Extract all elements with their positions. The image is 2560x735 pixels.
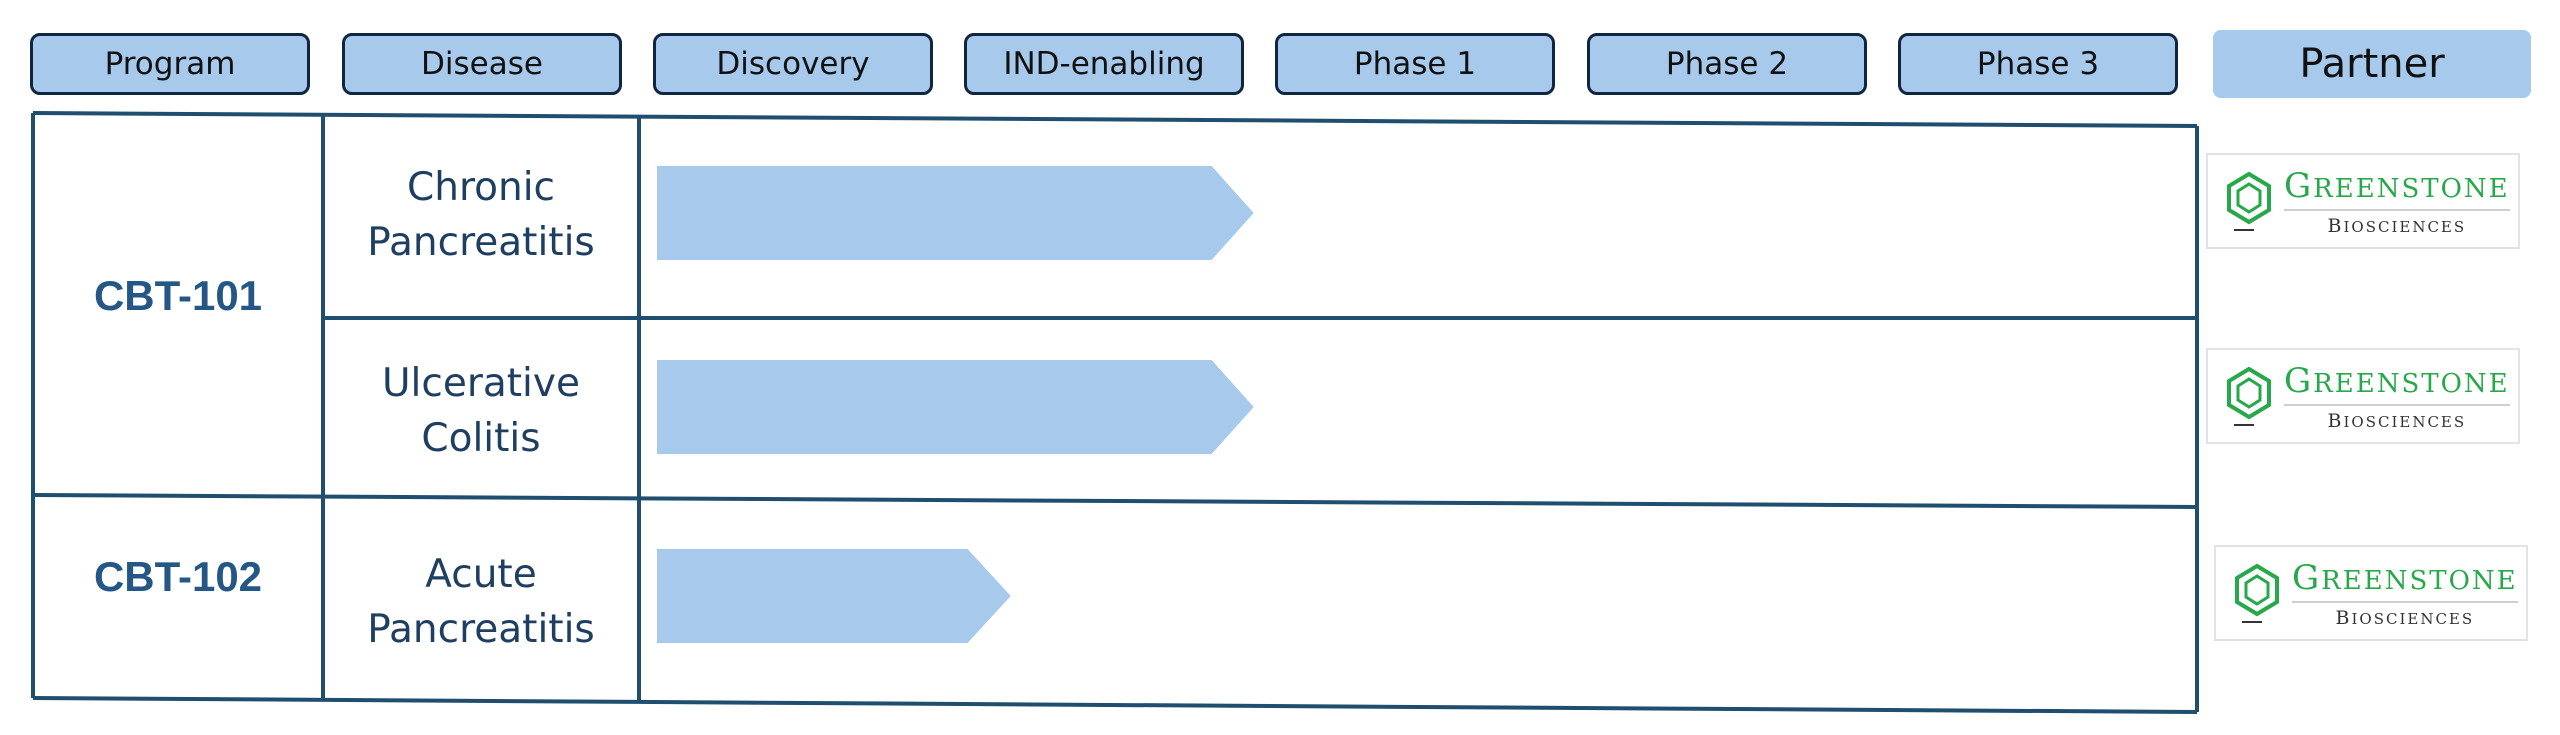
- disease-line: Pancreatitis: [367, 220, 595, 265]
- partner-logo: GREENSTONE BIOSCIENCES: [2214, 545, 2528, 641]
- header-ind-enabling: IND-enabling: [964, 33, 1244, 95]
- header-discovery: Discovery: [653, 33, 933, 95]
- header-phase-2: Phase 2: [1587, 33, 1867, 95]
- header-phase-3: Phase 3: [1898, 33, 2178, 95]
- partner-name: GREENSTONE: [2284, 361, 2510, 406]
- hexagon-logo-icon: [2235, 563, 2279, 623]
- progress-arrow-cbt102-acute-pancreatitis: [655, 547, 1014, 645]
- partner-subname: BIOSCIENCES: [2327, 214, 2467, 237]
- hexagon-logo-icon: [2227, 171, 2271, 231]
- header-disease: Disease: [342, 33, 622, 95]
- header-program: Program: [30, 33, 310, 95]
- progress-arrow-cbt101-ulcerative-colitis: [655, 358, 1257, 456]
- partner-subname: BIOSCIENCES: [2327, 409, 2467, 432]
- program-cbt-101: CBT-101: [93, 271, 263, 319]
- progress-arrow-cbt101-chronic-pancreatitis: [655, 164, 1257, 262]
- disease-line: Ulcerative: [382, 361, 580, 406]
- partner-logo: GREENSTONE BIOSCIENCES: [2206, 153, 2520, 249]
- partner-logo: GREENSTONE BIOSCIENCES: [2206, 348, 2520, 444]
- disease-line: Colitis: [421, 416, 541, 461]
- disease-line: Pancreatitis: [367, 607, 595, 652]
- hexagon-logo-icon: [2227, 366, 2271, 426]
- partner-name: GREENSTONE: [2292, 558, 2518, 603]
- header-phase-1: Phase 1: [1275, 33, 1555, 95]
- partner-name: GREENSTONE: [2284, 166, 2510, 211]
- program-cbt-102: CBT-102: [93, 553, 263, 600]
- header-partner: Partner: [2213, 30, 2531, 98]
- disease-line: Acute: [425, 552, 537, 597]
- partner-subname: BIOSCIENCES: [2335, 606, 2475, 629]
- disease-line: Chronic: [407, 165, 555, 210]
